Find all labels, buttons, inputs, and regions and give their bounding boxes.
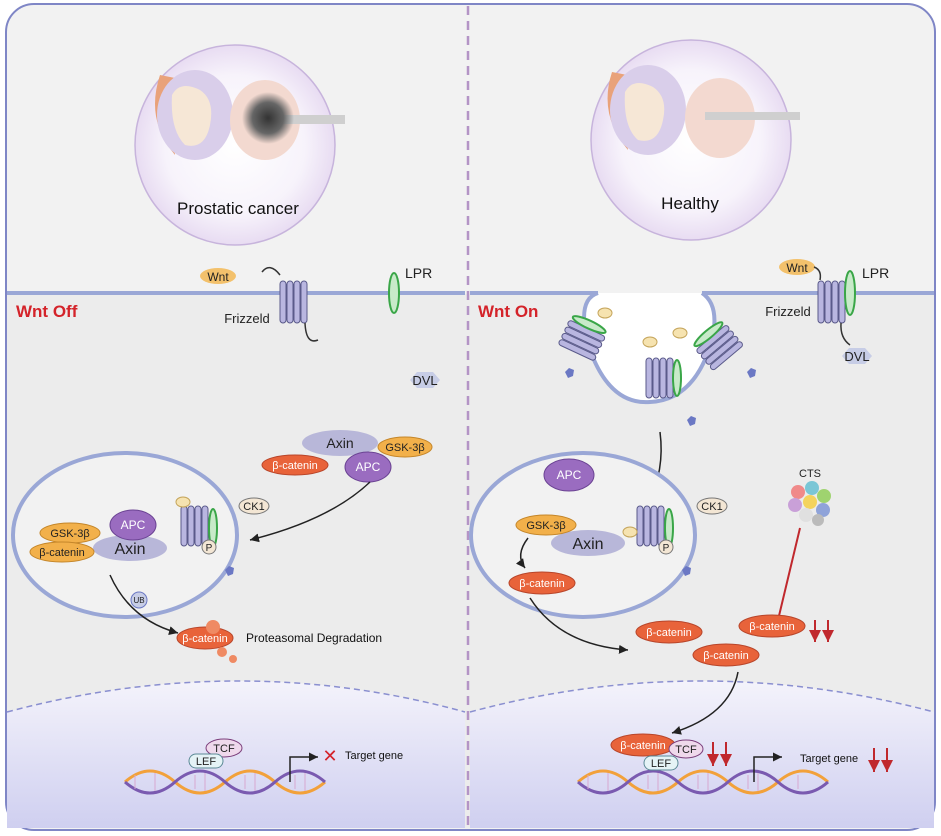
state-label-wnt-off: Wnt Off bbox=[16, 302, 78, 321]
svg-text:GSK-3β: GSK-3β bbox=[385, 442, 424, 454]
circle-label-healthy: Healthy bbox=[661, 194, 719, 213]
svg-text:LEF: LEF bbox=[651, 758, 671, 770]
svg-text:GSK-3β: GSK-3β bbox=[526, 520, 565, 532]
bcatenin-cyto-1: β-catenin bbox=[635, 620, 703, 644]
prostate-cancer-illustration: Prostatic cancer bbox=[134, 44, 345, 246]
svg-text:Wnt: Wnt bbox=[207, 270, 229, 284]
svg-text:Axin: Axin bbox=[572, 536, 603, 553]
destruction-complex-free: Axin GSK-3β β-catenin APC bbox=[261, 430, 433, 483]
circle-label-cancer: Prostatic cancer bbox=[177, 199, 299, 218]
svg-text:P: P bbox=[663, 543, 670, 554]
nuclear-envelope-left bbox=[6, 680, 466, 713]
svg-text:APC: APC bbox=[557, 468, 582, 482]
promoter-arrow-right bbox=[753, 752, 782, 782]
svg-text:Axin: Axin bbox=[326, 435, 353, 451]
frizzled-vesicle-left bbox=[175, 496, 234, 576]
ck1-left: CK1 bbox=[238, 497, 270, 515]
target-gene-left: Target gene bbox=[345, 750, 403, 762]
wnt-ligand-right: Wnt bbox=[779, 259, 815, 275]
svg-text:P: P bbox=[206, 543, 213, 554]
arrow-to-cytoplasm bbox=[529, 597, 629, 654]
cts-compound: CTS bbox=[788, 468, 831, 526]
nuclear-envelope-right bbox=[469, 680, 935, 713]
destruction-complex-bound: Axin APC GSK-3β β-catenin bbox=[29, 509, 167, 563]
nucleus-region-right bbox=[470, 681, 934, 828]
svg-text:Wnt: Wnt bbox=[786, 261, 808, 275]
frizzled-vesicle-right bbox=[622, 505, 691, 576]
svg-text:DVL: DVL bbox=[412, 373, 437, 388]
frizzled-receptor-right bbox=[813, 266, 856, 346]
svg-text:APC: APC bbox=[356, 460, 381, 474]
degradation-label: Proteasomal Degradation bbox=[246, 631, 382, 645]
svg-text:DVL: DVL bbox=[844, 349, 869, 364]
bcatenin-degraded: β-catenin bbox=[176, 620, 237, 663]
bcatenin-cyto-3: β-catenin bbox=[738, 614, 806, 638]
svg-text:β-catenin: β-catenin bbox=[646, 627, 691, 639]
wnt-ligand-left: Wnt bbox=[200, 268, 236, 284]
arrow-complex-to-vesicle bbox=[249, 481, 371, 543]
svg-text:Axin: Axin bbox=[114, 541, 145, 558]
frizzled-label-right: Frizzeld bbox=[765, 304, 811, 319]
bcatenin-cyto-2: β-catenin bbox=[692, 643, 760, 667]
dvl-right: DVL bbox=[842, 348, 872, 364]
ck1-right: CK1 bbox=[696, 497, 728, 515]
svg-text:β-catenin: β-catenin bbox=[749, 621, 794, 633]
apc-free-right: APC bbox=[543, 458, 595, 492]
dvl-left: DVL bbox=[410, 372, 440, 388]
svg-text:β-catenin: β-catenin bbox=[703, 650, 748, 662]
svg-text:LEF: LEF bbox=[196, 756, 216, 768]
arrow-to-degradation bbox=[109, 574, 179, 635]
arrow-to-nucleus bbox=[671, 671, 739, 735]
target-gene-right: Target gene bbox=[800, 753, 858, 765]
svg-text:β-catenin: β-catenin bbox=[620, 740, 665, 752]
svg-text:β-catenin: β-catenin bbox=[182, 633, 227, 645]
lpr-coreceptor-left bbox=[388, 272, 400, 314]
bcatenin-released: β-catenin bbox=[508, 571, 576, 595]
lpr-label-left: LPR bbox=[405, 265, 432, 281]
ubiquitin-tag: UB bbox=[130, 591, 148, 609]
frizzled-receptor-left bbox=[261, 266, 319, 342]
down-arrows-target bbox=[868, 748, 893, 772]
state-label-wnt-on: Wnt On bbox=[478, 302, 538, 321]
internalized-receptors bbox=[558, 307, 756, 426]
arrow-release-bcat bbox=[515, 537, 529, 569]
svg-text:CTS: CTS bbox=[799, 468, 821, 480]
svg-text:β-catenin: β-catenin bbox=[39, 547, 84, 559]
frizzled-label-left: Frizzeld bbox=[224, 311, 270, 326]
svg-text:CK1: CK1 bbox=[243, 501, 264, 513]
promoter-arrow-left bbox=[289, 752, 318, 782]
healthy-prostate-illustration: Healthy bbox=[590, 39, 800, 241]
down-arrows-nuclear bbox=[707, 742, 732, 766]
svg-text:APC: APC bbox=[121, 518, 146, 532]
nuclear-complex-right: β-catenin TCF LEF bbox=[610, 733, 704, 771]
lpr-label-right: LPR bbox=[862, 265, 889, 281]
down-arrows-cyto bbox=[809, 620, 834, 642]
phospho-left: P bbox=[201, 539, 217, 555]
phospho-right: P bbox=[658, 539, 674, 555]
svg-text:GSK-3β: GSK-3β bbox=[50, 528, 89, 540]
svg-text:CK1: CK1 bbox=[701, 501, 722, 513]
svg-text:β-catenin: β-catenin bbox=[272, 460, 317, 472]
svg-text:UB: UB bbox=[133, 596, 144, 605]
dna-helix-right bbox=[577, 769, 829, 795]
svg-text:TCF: TCF bbox=[675, 744, 697, 756]
svg-text:β-catenin: β-catenin bbox=[519, 578, 564, 590]
svg-text:TCF: TCF bbox=[213, 743, 235, 755]
axin-gsk-right: Axin GSK-3β bbox=[515, 514, 625, 556]
tcf-lef-left: TCF LEF bbox=[188, 738, 243, 769]
blocked-mark: ✕ bbox=[322, 746, 337, 766]
